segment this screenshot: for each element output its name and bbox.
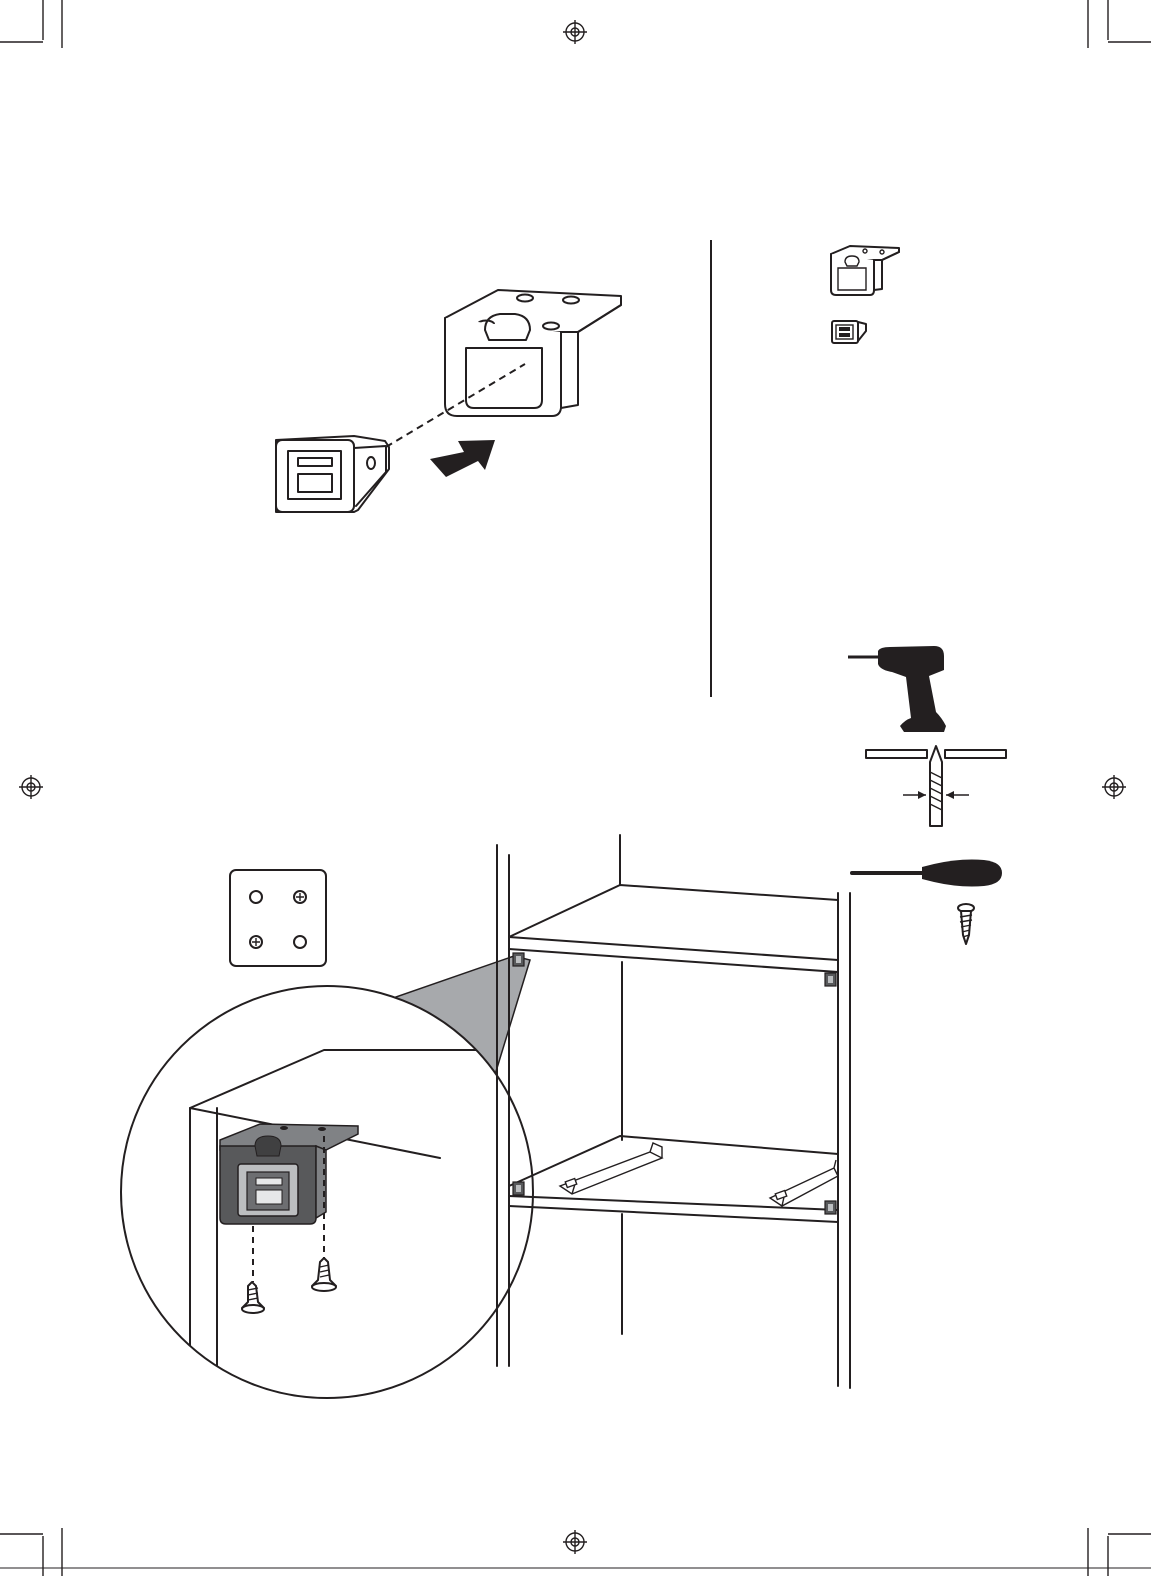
cabinet-installation-icon [497,835,850,1388]
screwdriver-icon [852,860,1002,887]
catch-position [513,1182,524,1195]
hole-pattern-icon [230,870,326,966]
magnetic-catch-icon [832,321,866,343]
registration-mark-left [19,775,43,799]
bracket-and-catch-insertion-diagram [276,290,621,512]
registration-mark-right [1102,775,1126,799]
wood-screw-icon [958,904,974,944]
mounting-bracket-icon [831,246,899,295]
catch-position [513,953,524,966]
drill-bit-diameter-icon [866,746,1006,826]
catch-position [825,1201,836,1214]
registration-mark-top [563,20,587,44]
magnified-detail-icon [121,956,533,1400]
drawer-runner-left [560,1143,662,1194]
insert-direction-arrow [430,440,495,477]
registration-mark-bottom [563,1530,587,1554]
power-drill-icon [848,646,946,732]
catch-position [825,973,836,986]
